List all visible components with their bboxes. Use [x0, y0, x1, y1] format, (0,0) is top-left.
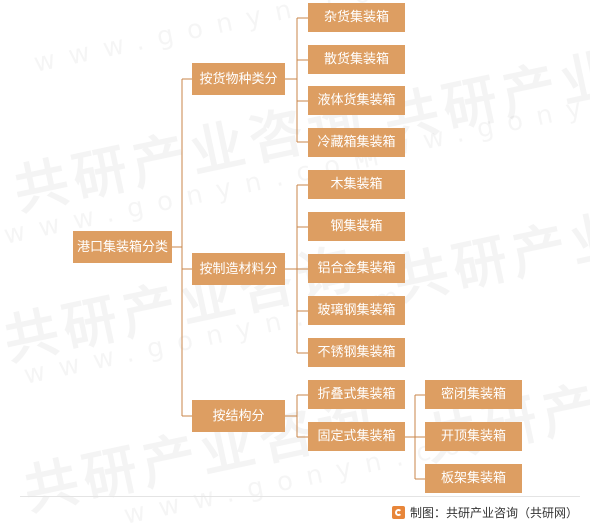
group-node-material: 按制造材料分 — [192, 253, 285, 285]
brand-logo-icon — [391, 506, 405, 519]
leaf-node: 固定式集装箱 — [308, 422, 405, 451]
leaf-node: 木集装箱 — [308, 170, 405, 199]
leaf-node: 不锈钢集装箱 — [308, 338, 405, 367]
source-text: 制图：共研产业咨询（共研网） — [409, 506, 578, 520]
leaf-node: 散货集装箱 — [308, 45, 405, 74]
leaf-node: 铝合金集装箱 — [308, 254, 405, 283]
source-footer: 制图：共研产业咨询（共研网） — [391, 504, 578, 521]
root-node: 港口集装箱分类 — [73, 231, 172, 263]
leaf-node: 钢集装箱 — [308, 212, 405, 241]
sub-leaf-node: 板架集装箱 — [425, 464, 522, 493]
sub-leaf-node: 密闭集装箱 — [425, 380, 522, 409]
leaf-node: 折叠式集装箱 — [308, 380, 405, 409]
leaf-node: 杂货集装箱 — [308, 3, 405, 32]
leaf-node: 玻璃钢集装箱 — [308, 296, 405, 325]
leaf-node: 冷藏箱集装箱 — [308, 128, 405, 157]
group-node-cargo-type: 按货物种类分 — [192, 63, 285, 95]
group-node-structure: 按结构分 — [192, 400, 285, 432]
footer-divider — [20, 496, 580, 497]
leaf-node: 液体货集装箱 — [308, 86, 405, 115]
sub-leaf-node: 开顶集装箱 — [425, 422, 522, 451]
